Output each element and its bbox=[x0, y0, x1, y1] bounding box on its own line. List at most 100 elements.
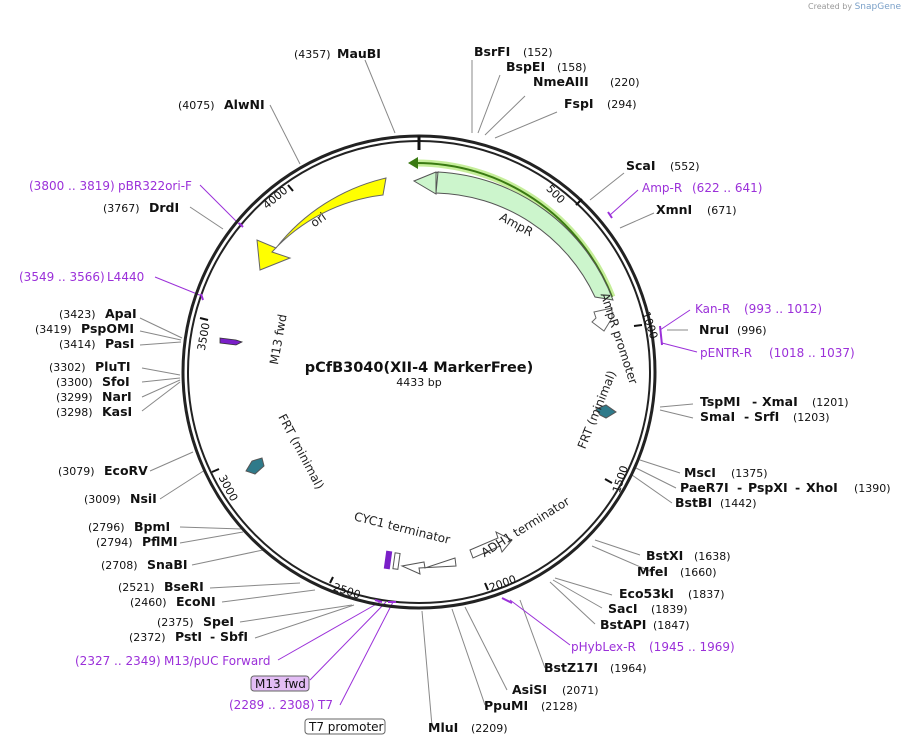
site-name: PspOMI bbox=[81, 321, 134, 336]
site-pos: (3300) bbox=[56, 376, 93, 389]
site-name: NsiI bbox=[130, 491, 157, 506]
site-name: PasI bbox=[105, 336, 134, 351]
site-pos: (1390) bbox=[854, 482, 891, 495]
ampr-promoter-feature bbox=[591, 307, 613, 332]
site-pos: (3009) bbox=[84, 493, 121, 506]
site-name: EcoNI bbox=[176, 594, 216, 609]
site-pos: (1839) bbox=[651, 603, 688, 616]
site-pos: (1964) bbox=[610, 662, 647, 675]
site-name: NmeAIII bbox=[533, 74, 589, 89]
site-name: XhoI bbox=[806, 480, 838, 495]
site-pos: (1847) bbox=[653, 619, 690, 632]
site-name: BstXI bbox=[646, 548, 683, 563]
primer-labels: Amp-R (622 .. 641) Kan-R (993 .. 1012) p… bbox=[19, 179, 855, 712]
site-pos: (2128) bbox=[541, 700, 578, 713]
primer-name: T7 bbox=[317, 698, 333, 712]
plasmid-length: 4433 bp bbox=[396, 376, 441, 389]
site-pos: (3419) bbox=[35, 323, 72, 336]
site-name: BpmI bbox=[134, 519, 170, 534]
site-separator: - bbox=[752, 394, 757, 409]
site-name: SacI bbox=[608, 601, 638, 616]
site-name: DrdI bbox=[149, 200, 179, 215]
site-name: MluI bbox=[428, 720, 458, 735]
m13-fwd-label: M13 fwd bbox=[267, 313, 290, 366]
site-pos: (1837) bbox=[688, 588, 725, 601]
primer-name: pHybLex-R bbox=[571, 640, 636, 654]
site-pos: (1375) bbox=[731, 467, 768, 480]
ori-feature bbox=[256, 177, 387, 271]
site-name: KasI bbox=[102, 404, 132, 419]
site-pos: (220) bbox=[610, 76, 640, 89]
site-name: EcoRV bbox=[104, 463, 148, 478]
t7-promoter-boxed-label: T7 promoter bbox=[308, 720, 384, 734]
t7-promoter-mark bbox=[392, 552, 401, 570]
site-name: SfoI bbox=[102, 374, 130, 389]
site-name: ApaI bbox=[105, 306, 137, 321]
site-name: PflMI bbox=[142, 534, 178, 549]
site-pos: (3423) bbox=[59, 308, 96, 321]
site-pos: (1201) bbox=[812, 396, 849, 409]
site-pos: (2796) bbox=[88, 521, 125, 534]
primer-connector-lines bbox=[154, 184, 698, 706]
site-name: BstBI bbox=[675, 495, 712, 510]
site-name: PpuMI bbox=[484, 698, 528, 713]
primer-name: pENTR-R bbox=[700, 346, 752, 360]
site-name: SpeI bbox=[203, 614, 234, 629]
site-pos: (996) bbox=[737, 324, 767, 337]
site-name: AsiSI bbox=[512, 682, 547, 697]
primer-range: (622 .. 641) bbox=[692, 181, 762, 195]
site-name: NarI bbox=[102, 389, 132, 404]
primer-range: (2327 .. 2349) bbox=[75, 654, 161, 668]
site-pos: (3298) bbox=[56, 406, 93, 419]
site-pos: (2071) bbox=[562, 684, 599, 697]
frt-left-feature bbox=[245, 457, 265, 475]
site-pos: (4357) bbox=[294, 48, 331, 61]
primer-name: M13/pUC Forward bbox=[164, 654, 271, 668]
site-pos: (158) bbox=[557, 61, 587, 74]
site-name: MauBI bbox=[337, 46, 381, 61]
site-pos: (552) bbox=[670, 160, 700, 173]
plasmid-name: pCfB3040(XII-4 MarkerFree) bbox=[305, 360, 534, 376]
site-pos: (4075) bbox=[178, 99, 215, 112]
credit-prefix: Created by bbox=[808, 2, 853, 11]
site-name: PspXI bbox=[748, 480, 788, 495]
site-pos: (3079) bbox=[58, 465, 95, 478]
site-name: XmaI bbox=[762, 394, 798, 409]
site-pos: (152) bbox=[523, 46, 553, 59]
site-name: SbfI bbox=[220, 629, 248, 644]
site-separator: - bbox=[795, 480, 800, 495]
tick-label: 2500 bbox=[331, 581, 362, 602]
primer-range: (3800 .. 3819) bbox=[29, 179, 115, 193]
site-name: TspMI bbox=[700, 394, 740, 409]
site-name: BsrFI bbox=[474, 44, 510, 59]
cyc1-terminator-label: CYC1 terminator bbox=[353, 509, 452, 546]
site-name: FspI bbox=[564, 96, 594, 111]
m13-fwd-box bbox=[250, 675, 310, 692]
adh1-terminator-feature bbox=[469, 531, 513, 559]
frt-left-label: FRT (minimal) bbox=[275, 412, 326, 492]
site-name: XmnI bbox=[656, 202, 692, 217]
site-separator: - bbox=[737, 480, 742, 495]
site-pos: (2209) bbox=[471, 722, 508, 735]
site-pos: (3302) bbox=[49, 361, 86, 374]
credit-watermark: Created by SnapGene bbox=[808, 2, 901, 12]
site-name: Eco53kI bbox=[619, 586, 674, 601]
snapgene-logo: SnapGene bbox=[854, 2, 901, 12]
site-pos: (1638) bbox=[694, 550, 731, 563]
site-labels-bottom: BstZ17I (1964) AsiSI (2071) PpuMI (2128)… bbox=[428, 660, 647, 735]
site-name: PstI bbox=[175, 629, 202, 644]
site-name: ScaI bbox=[626, 158, 656, 173]
site-name: BstAPI bbox=[600, 617, 646, 632]
primer-range: (2289 .. 2308) bbox=[229, 698, 315, 712]
site-pos: (3767) bbox=[103, 202, 140, 215]
site-pos: (3299) bbox=[56, 391, 93, 404]
m13-mark-bottom bbox=[383, 550, 393, 570]
primer-range: (1018 .. 1037) bbox=[769, 346, 855, 360]
site-pos: (671) bbox=[707, 204, 737, 217]
primer-name: pBR322ori-F bbox=[118, 179, 192, 193]
connector-lines bbox=[139, 59, 694, 727]
site-pos: (1442) bbox=[720, 497, 757, 510]
t7-promoter-box bbox=[304, 718, 386, 735]
primer-range: (993 .. 1012) bbox=[744, 302, 822, 316]
